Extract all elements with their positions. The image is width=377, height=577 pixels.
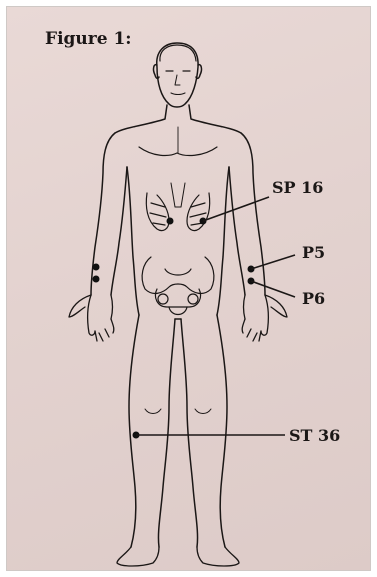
right-hand [242, 295, 287, 341]
head-outline [154, 43, 202, 107]
left-wrist-dot-lower [93, 276, 100, 283]
feet [117, 547, 239, 566]
figure-page: Figure 1: [6, 6, 371, 571]
sp16-dot [167, 218, 174, 225]
left-hand [69, 295, 114, 341]
pelvis [142, 257, 214, 315]
label-p6: P6 [302, 289, 325, 308]
label-st36: ST 36 [289, 426, 340, 445]
acupoint-body-diagram: SP 16 P5 P6 ST 36 [7, 7, 371, 571]
rib-cage [146, 183, 209, 231]
label-p5: P5 [302, 243, 325, 262]
acupoint-dots [93, 218, 255, 439]
legs [129, 315, 227, 547]
label-sp16: SP 16 [272, 178, 323, 197]
leader-lines [136, 197, 295, 435]
left-wrist-dot-upper [93, 264, 100, 271]
